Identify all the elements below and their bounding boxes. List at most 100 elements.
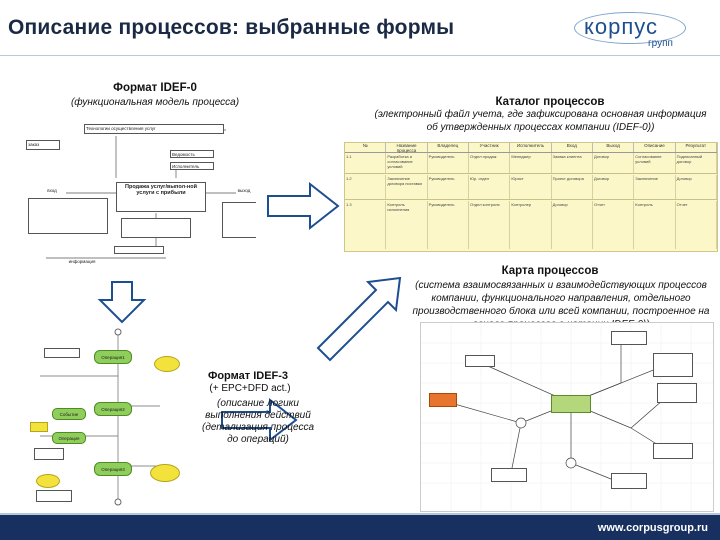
map-node (653, 443, 693, 459)
slide-title: Описание процессов: выбранные формы (8, 16, 455, 39)
map-header: Карта процессов (501, 265, 599, 277)
logo-sub: групп (648, 38, 673, 49)
idef0-diagram: Технологии осуществления услуг заказ Вед… (26, 118, 256, 266)
idef3-node: Операция2 (94, 402, 132, 416)
arrow-diagonal-icon (316, 276, 402, 362)
catalog-col: № (345, 143, 387, 152)
idef3-subheader: (+ EPC+DFD act.) (209, 383, 291, 394)
idef3-side-box (44, 348, 80, 358)
table-row: 1.2 Заключение договора поставки Руковод… (345, 175, 717, 200)
idef0-left-label: заказ (26, 140, 60, 150)
map-node-orange (429, 393, 457, 407)
table-cell: Отдел контроля (469, 201, 511, 249)
catalog-subtitle: (электронный файл учета, где зафиксирова… (374, 109, 707, 133)
catalog-col: Выход (593, 143, 635, 152)
idef0-output-list (222, 202, 256, 238)
footer-bar (0, 515, 720, 540)
process-map-lines (421, 323, 713, 511)
table-cell: 1.2 (345, 175, 387, 199)
map-node (611, 473, 647, 489)
arrow-right-icon-2 (221, 397, 298, 443)
idef3-event (36, 474, 60, 488)
map-node (465, 355, 495, 367)
idef3-side-box (34, 448, 64, 460)
table-cell: Подписанный договор (676, 153, 717, 173)
company-logo: корпус групп (566, 8, 696, 52)
idef0-subtitle: (функциональная модель процесса) (70, 97, 240, 108)
idef0-output: выход (237, 188, 251, 193)
table-cell: Контролер (510, 201, 552, 249)
table-cell: Отдел продаж (469, 153, 511, 173)
idef0-control-2: Исполнитель (170, 162, 214, 170)
logo-oval (574, 12, 686, 44)
map-node (611, 331, 647, 345)
map-node (657, 383, 697, 403)
catalog-table-header: № Название процесса Владелец Участник Ис… (345, 143, 717, 153)
table-cell: Юрист (510, 175, 552, 199)
arrow-right-icon (267, 181, 340, 231)
catalog-col: Вход (552, 143, 593, 152)
idef0-main-box: Продажа услуг/выпол-ной услуги с прибыли (116, 182, 206, 212)
table-cell: Договор (552, 201, 593, 249)
catalog-col: Результат (676, 143, 717, 152)
table-cell: Заключение (634, 175, 676, 199)
catalog-col: Участник (469, 143, 511, 152)
process-map-diagram (420, 322, 714, 512)
catalog-col: Описание (634, 143, 676, 152)
table-cell: Договор (676, 175, 717, 199)
table-row: 1.3 Контроль исполнения Руководитель Отд… (345, 201, 717, 249)
table-cell: Проект договора (552, 175, 593, 199)
idef3-header: Формат IDEF-3 (207, 370, 289, 382)
table-cell: Руководитель (428, 153, 469, 173)
footer-accent (0, 513, 720, 516)
catalog-col: Исполнитель (510, 143, 552, 152)
catalog-col: Владелец (428, 143, 469, 152)
table-cell: Юр. отдел (469, 175, 511, 199)
idef0-mechanism-list (121, 218, 191, 238)
table-cell: Контроль (634, 201, 676, 249)
idef0-header: Формат IDEF-0 (113, 82, 197, 94)
idef0-mech-label (114, 246, 164, 254)
table-cell: Согласование условий (634, 153, 676, 173)
table-cell: 1.1 (345, 153, 387, 173)
idef3-node: Операция1 (94, 350, 132, 364)
table-row: 1.1 Разработка и согласование условий Ру… (345, 153, 717, 174)
idef3-event (150, 464, 180, 482)
table-cell: Договор (593, 153, 635, 173)
map-node (491, 468, 527, 482)
catalog-header: Каталог процессов (495, 96, 605, 108)
idef0-input-list (28, 198, 108, 234)
idef3-subtitle: (описание логики выполнения действий (де… (201, 398, 315, 445)
table-cell: Контроль исполнения (386, 201, 428, 249)
table-cell: Договор (593, 175, 635, 199)
idef3-event-small (30, 422, 48, 432)
map-node (653, 353, 693, 377)
table-cell: Заключение договора поставки (386, 175, 428, 199)
idef0-top-bar: Технологии осуществления услуг (84, 124, 224, 134)
idef3-event (154, 356, 180, 372)
idef3-node-left: Событие (52, 408, 86, 420)
table-cell: Отчет (593, 201, 635, 249)
idef0-control: Ведомость (170, 150, 214, 158)
idef3-diagram: Операция1 Операция2 Событие Операция Опе… (30, 326, 180, 508)
idef3-node: Операция3 (94, 462, 132, 476)
idef3-side-box (36, 490, 72, 502)
idef0-bottom-label: информация (68, 259, 96, 264)
logo-word: корпус (584, 14, 659, 39)
catalog-table: № Название процесса Владелец Участник Ис… (344, 142, 718, 252)
table-cell: Руководитель (428, 201, 469, 249)
table-cell: Отчет (676, 201, 717, 249)
arrow-down-icon (97, 281, 147, 324)
table-cell: 1.3 (345, 201, 387, 249)
idef0-input: вход (47, 188, 57, 193)
table-cell: Разработка и согласование условий (386, 153, 428, 173)
title-divider (0, 55, 720, 56)
idef3-node-left: Операция (52, 432, 86, 444)
map-node-central (551, 395, 591, 413)
catalog-col: Название процесса (386, 143, 428, 153)
footer-website-link[interactable]: www.corpusgroup.ru (597, 522, 708, 534)
table-cell: Руководитель (428, 175, 469, 199)
table-cell: Менеджер (510, 153, 552, 173)
table-cell: Заявка клиента (552, 153, 593, 173)
